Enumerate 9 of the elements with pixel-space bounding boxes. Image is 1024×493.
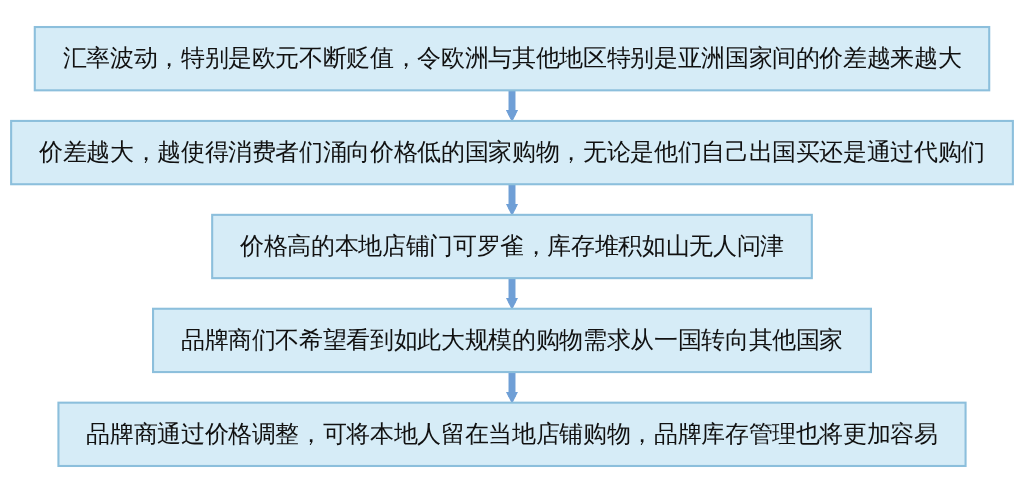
arrow [505, 183, 519, 216]
node-box: 价差越大，越使得消费者们涌向价格低的国家购物，无论是他们自己出国买还是通过代购们 [10, 119, 1014, 186]
node-box: 品牌商们不希望看到如此大规模的购物需求从一国转向其他国家 [152, 307, 872, 374]
node-box: 价格高的本地店铺门可罗雀，库存堆积如山无人问津 [211, 213, 813, 280]
arrow [505, 277, 519, 310]
arrow [505, 89, 519, 122]
node-box: 品牌商通过价格调整，可将本地人留在当地店铺购物，品牌库存管理也将更加容易 [57, 401, 967, 468]
node-box: 汇率波动，特别是欧元不断贬值，令欧洲与其他地区特别是亚洲国家间的价差越来越大 [33, 25, 991, 92]
arrow [505, 371, 519, 404]
